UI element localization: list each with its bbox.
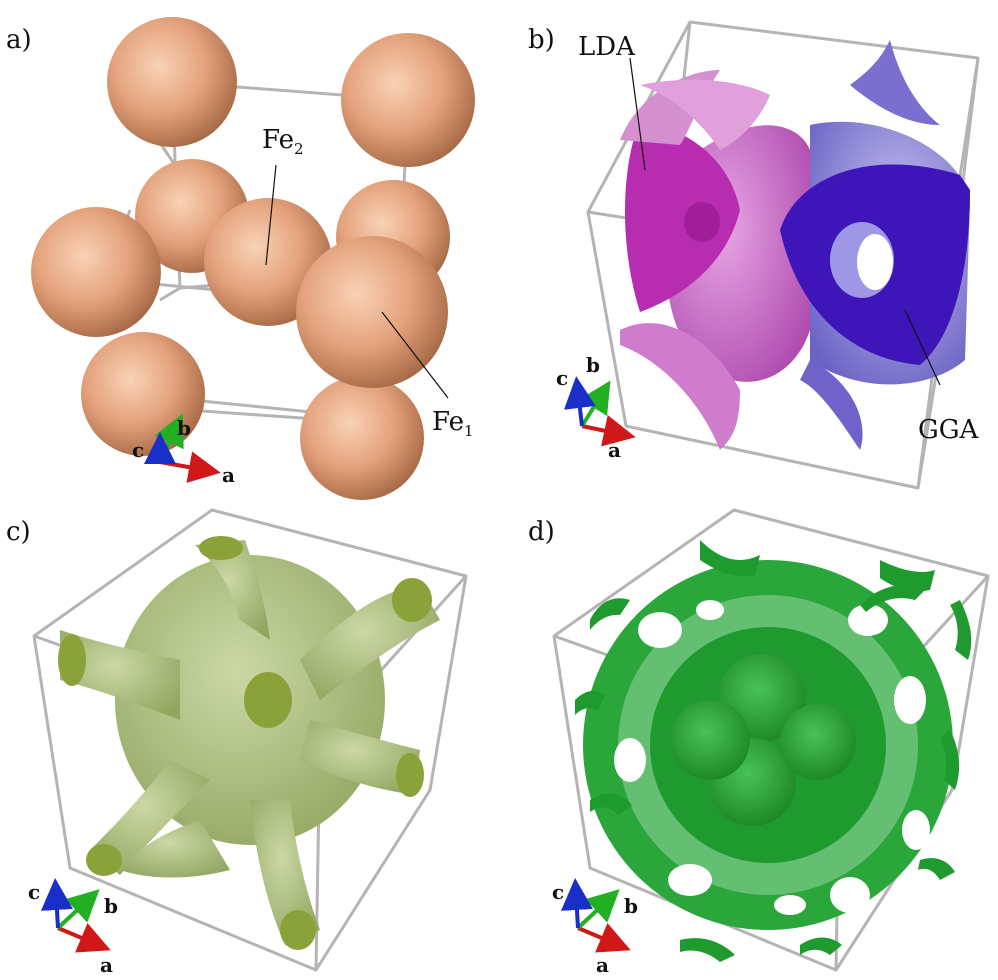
b-axis-arrow: [579, 380, 611, 428]
isosurface-d: [583, 560, 953, 930]
b-axis-label: b: [104, 894, 118, 918]
b-axis-label: b: [586, 353, 600, 377]
c-axis-label: c: [28, 880, 40, 904]
c-axis-label: c: [132, 438, 144, 462]
b-axis-label: b: [177, 416, 191, 440]
a-axis-label: a: [608, 438, 621, 462]
a-axis-label: a: [222, 463, 235, 487]
gga-label: GGA: [918, 415, 980, 445]
c-axis-arrow: [560, 878, 593, 929]
isosurface-c: [60, 540, 440, 945]
a-axis-label: a: [100, 953, 113, 977]
panel-d: d): [528, 508, 990, 977]
fe1-label: Fe1: [432, 407, 474, 440]
panel-b: b) LDA GGA a b c: [528, 20, 980, 490]
fe-atom: [300, 376, 424, 500]
lda-label: LDA: [578, 32, 636, 62]
leader-line: [904, 309, 941, 386]
fe-atom: [31, 207, 161, 337]
isosurface-c-cutcaps: [58, 536, 432, 950]
lda-isosurface: [620, 70, 810, 450]
axis-triad: a b c: [552, 878, 638, 977]
panel-d-label: d): [528, 517, 555, 547]
c-axis-arrow: [563, 376, 596, 427]
b-axis-arrow: [576, 889, 620, 930]
b-axis-arrow: [56, 889, 100, 930]
c-axis-arrow: [40, 878, 73, 929]
b-axis-label: b: [624, 894, 638, 918]
fe-atom: [107, 17, 237, 147]
cell-box-sides: [32, 575, 468, 972]
panel-a: a) Fe2 Fe1 a b c: [6, 17, 475, 500]
axis-triad: a b c: [556, 353, 636, 462]
c-axis-label: c: [556, 366, 568, 390]
a-axis-label: a: [596, 953, 609, 977]
a-axis-arrow: [577, 923, 631, 953]
c-axis-label: c: [552, 880, 564, 904]
fe-atom: [296, 236, 448, 388]
leader-line: [629, 57, 646, 171]
axis-triad: a b c: [28, 878, 118, 977]
fe-atom: [341, 33, 475, 167]
axis-triad: a b c: [132, 413, 235, 487]
panel-a-label: a): [6, 25, 32, 55]
panel-b-label: b): [528, 25, 555, 55]
fe-atoms: [31, 17, 475, 500]
a-axis-arrow: [159, 451, 221, 483]
gga-isosurface: [780, 40, 970, 450]
panel-c-label: c): [6, 517, 31, 547]
leader-line: [265, 164, 277, 266]
panel-c: c) a b c: [6, 508, 468, 977]
leader-line: [381, 311, 449, 399]
a-axis-arrow: [581, 415, 636, 447]
fe2-label: Fe2: [262, 125, 304, 158]
isosurface-d-fragments: [575, 540, 972, 962]
a-axis-arrow: [57, 923, 111, 953]
